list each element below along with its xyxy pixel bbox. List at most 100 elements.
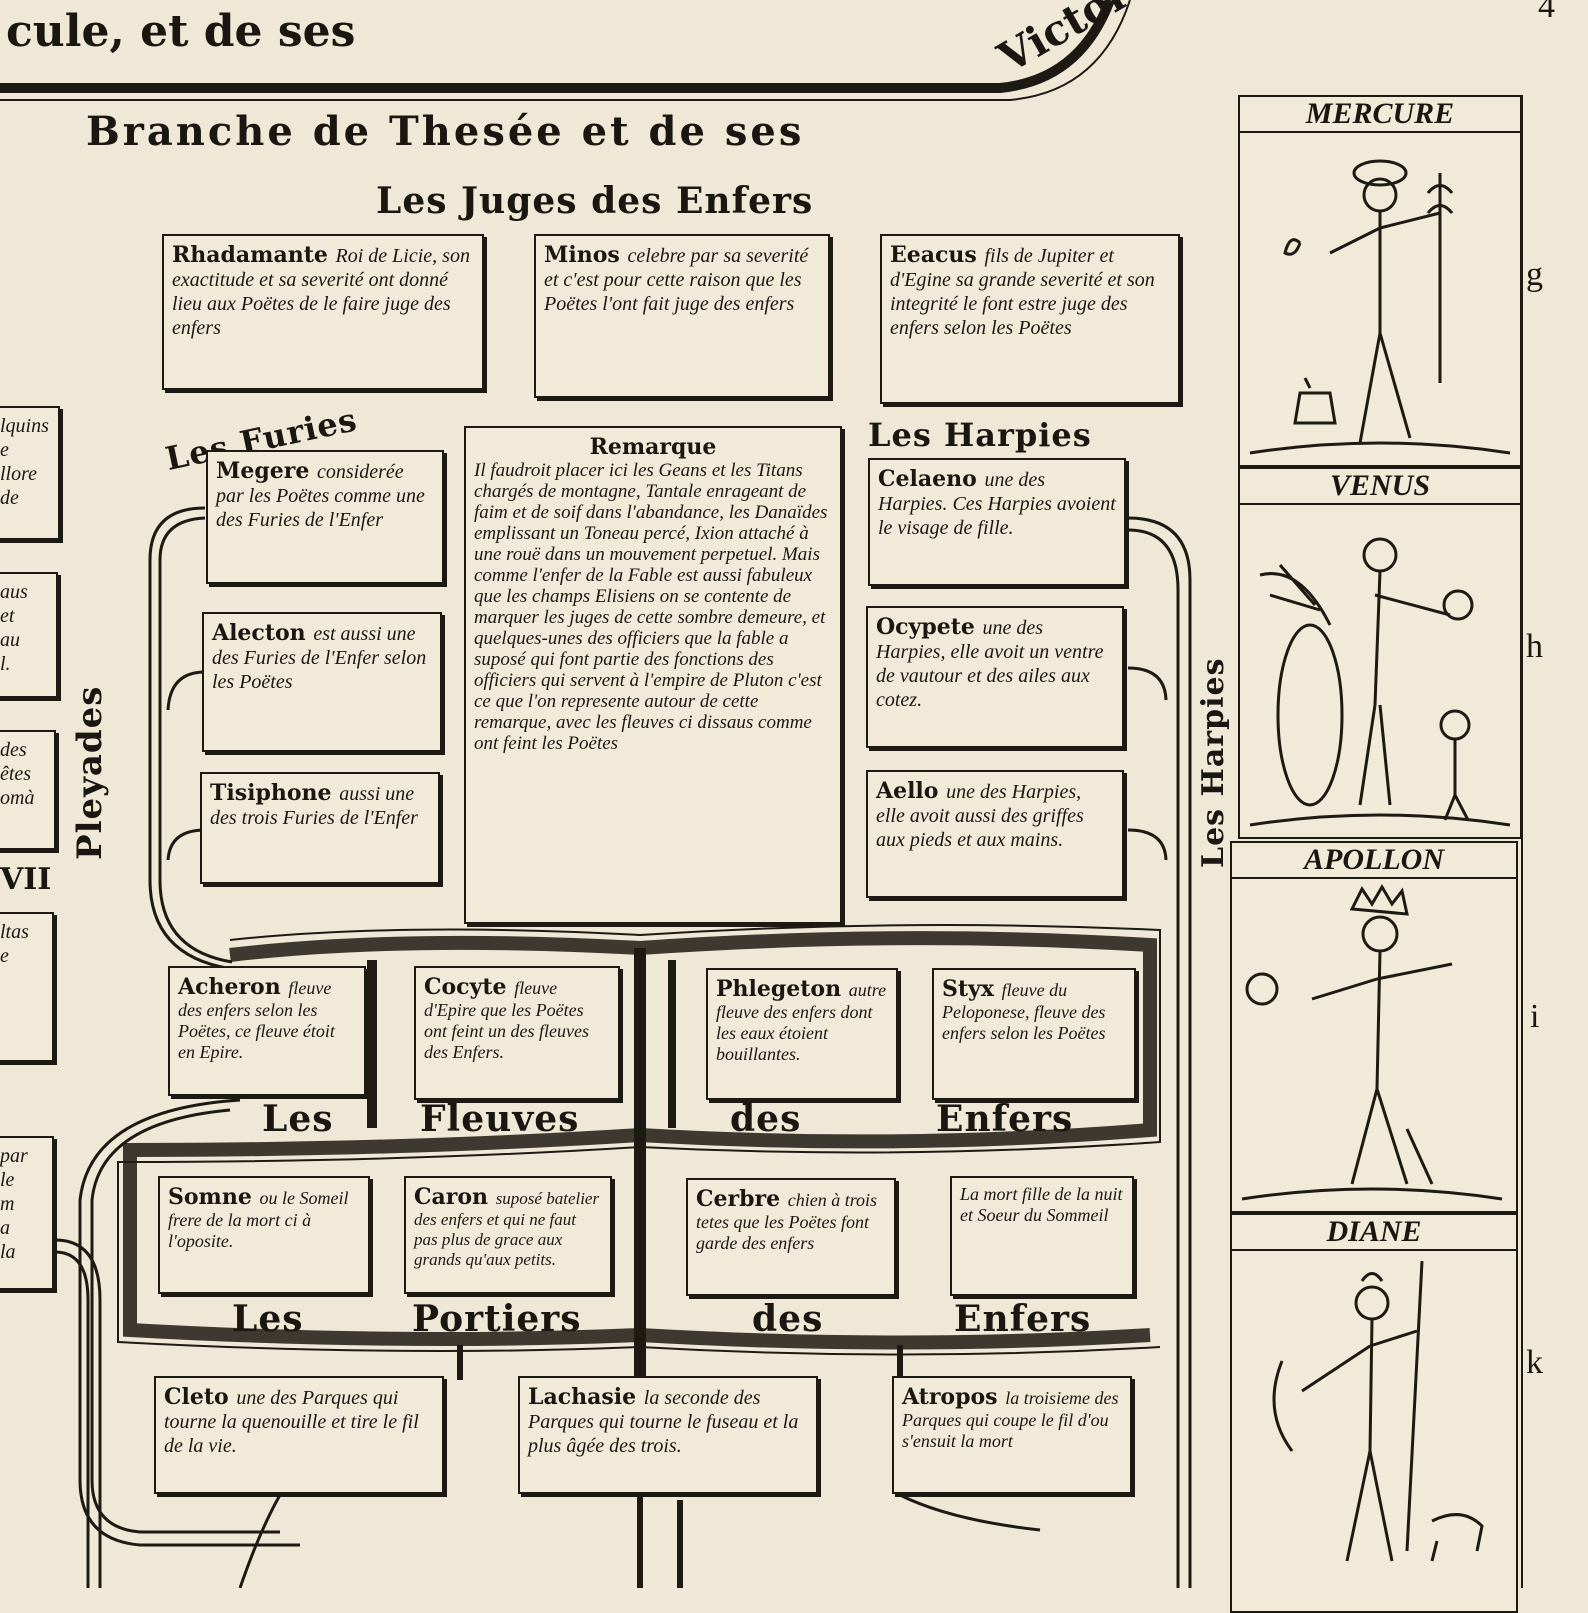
furie-name: Tisiphone: [210, 780, 340, 806]
parque-name: Cleto: [164, 1384, 237, 1410]
margin-letter-i: i: [1530, 998, 1540, 1035]
juge-text: celebre par sa severité et c'est pour ce…: [544, 245, 809, 315]
fleuve-text: fleuve du Peloponese, fleuve des enfers …: [942, 980, 1106, 1043]
harpie-box-celaeno: Celaeno une des Harpies. Ces Harpies avo…: [868, 458, 1126, 586]
parque-text: une des Parques qui tourne la quenouille…: [164, 1387, 419, 1457]
fleuve-name: Phlegeton: [716, 976, 849, 1002]
fleuves-word-3: des: [730, 1098, 802, 1140]
parque-box-atropos: Atropos la troisieme des Parques qui cou…: [892, 1376, 1132, 1494]
fleuve-text: autre fleuve des enfers dont les eaux ét…: [716, 980, 887, 1064]
branch-title: Branche de Thesée et de ses: [86, 108, 805, 155]
furie-text: aussi une des trois Furies de l'Enfer: [210, 783, 418, 829]
fragment-text: de: [0, 487, 19, 509]
harpie-name: Ocypete: [876, 614, 983, 640]
portier-name: Cerbre: [696, 1186, 788, 1212]
fleuve-name: Acheron: [178, 974, 289, 1000]
deity-name: APOLLON: [1232, 843, 1516, 879]
portiers-word-1: Les: [232, 1298, 304, 1340]
portiers-word-4: Enfers: [954, 1298, 1092, 1340]
parque-text: la seconde des Parques qui tourne le fus…: [528, 1387, 799, 1457]
furie-box-alecton: Alecton est aussi une des Furies de l'En…: [202, 612, 442, 752]
parque-name: Lachasie: [528, 1384, 644, 1410]
remarque-title: Remarque: [589, 434, 717, 460]
remarque-box: Remarque Il faudroit placer ici les Gean…: [464, 426, 842, 924]
fleuve-box-styx: Styx fleuve du Peloponese, fleuve des en…: [932, 968, 1136, 1100]
parque-text: la troisieme des Parques qui coupe le fi…: [902, 1388, 1119, 1451]
juge-text: Roi de Licie, son exactitude et sa sever…: [172, 245, 470, 339]
fleuve-box-acheron: Acheron fleuve des enfers selon les Poët…: [168, 966, 366, 1096]
deity-name: MERCURE: [1240, 97, 1520, 133]
fragment-text: m: [0, 1193, 15, 1215]
left-fragment-box-1: lquins e llore de: [0, 406, 60, 540]
furie-text: considerée par les Poëtes comme une des …: [216, 461, 425, 531]
fragment-text: e: [0, 945, 9, 967]
fleuve-name: Styx: [942, 976, 1002, 1002]
deity-name: VENUS: [1240, 469, 1520, 505]
margin-letter-g: g: [1526, 256, 1543, 293]
portier-box-somne: Somne ou le Someil frere de la mort ci à…: [158, 1176, 370, 1294]
portier-box-caron: Caron suposé batelier des enfers et qui …: [404, 1176, 612, 1294]
fragment-text: aus: [0, 581, 28, 603]
parque-box-cleto: Cleto une des Parques qui tourne la quen…: [154, 1376, 444, 1494]
juge-text: fils de Jupiter et d'Egine sa grande sev…: [890, 245, 1155, 339]
fragment-text: au: [0, 629, 20, 651]
deity-panel-mercure: MERCURE: [1238, 95, 1522, 467]
harpies-vertical-title: Les Harpies: [1196, 657, 1231, 868]
fragment-text: êtes: [0, 763, 32, 785]
portier-text: ou le Someil frere de la mort ci à l'opo…: [168, 1188, 349, 1251]
harpie-text: une des Harpies. Ces Harpies avoient le …: [878, 469, 1116, 539]
furie-name: Megere: [216, 458, 317, 484]
deity-panel-diane: DIANE: [1230, 1213, 1518, 1613]
fleuve-text: fleuve des enfers selon les Poëtes, ce f…: [178, 978, 335, 1062]
fragment-text: l.: [0, 653, 11, 675]
harpie-name: Aello: [876, 778, 947, 804]
portier-name: Caron: [414, 1184, 496, 1210]
margin-letter-k: k: [1526, 1344, 1543, 1381]
parque-name: Atropos: [902, 1384, 1006, 1410]
fleuve-name: Cocyte: [424, 974, 515, 1000]
juge-box-rhadamante: Rhadamante Roi de Licie, son exactitude …: [162, 234, 484, 390]
parque-box-lachasie: Lachasie la seconde des Parques qui tour…: [518, 1376, 818, 1494]
portier-box-mort: La mort fille de la nuit et Soeur du Som…: [950, 1176, 1134, 1296]
pleyades-title: Pleyades: [70, 685, 110, 860]
harpie-name: Celaeno: [878, 466, 985, 492]
deity-panel-apollon: APOLLON: [1230, 841, 1518, 1213]
furie-name: Alecton: [212, 620, 314, 646]
juge-name: Rhadamante: [172, 242, 336, 268]
left-fragment-box-4: ltas e: [0, 912, 54, 1062]
portiers-word-2: Portiers: [412, 1298, 582, 1340]
juge-box-eeacus: Eeacus fils de Jupiter et d'Egine sa gra…: [880, 234, 1180, 404]
fragment-text: la: [0, 1241, 16, 1263]
portier-name: Somne: [168, 1184, 260, 1210]
fragment-text: a: [0, 1217, 10, 1239]
margin-letter-4: 4: [1538, 0, 1555, 25]
portiers-word-3: des: [752, 1298, 824, 1340]
fragment-text: e: [0, 439, 9, 461]
harpie-text: une des Harpies, elle avoit aussi des gr…: [876, 781, 1084, 851]
fragment-text: des: [0, 739, 27, 761]
fleuve-text: fleuve d'Epire que les Poëtes ont feint …: [424, 978, 589, 1062]
juge-name: Eeacus: [890, 242, 985, 268]
deity-name: DIANE: [1232, 1215, 1516, 1251]
furie-text: est aussi une des Furies de l'Enfer selo…: [212, 623, 427, 693]
fragment-text: par: [0, 1145, 28, 1167]
header-arc-text-left: cule, et de ses: [6, 6, 356, 57]
portier-text: chien à trois tetes que les Poëtes font …: [696, 1190, 878, 1253]
left-fragment-box-2: aus et au l.: [0, 572, 58, 698]
harpies-title: Les Harpies: [868, 416, 1092, 454]
fleuves-word-2: Fleuves: [420, 1098, 580, 1140]
fragment-text: omà: [0, 787, 35, 809]
portier-text: suposé batelier des enfers et qui ne fau…: [414, 1189, 600, 1269]
fragment-text: lquins: [0, 415, 49, 437]
fragment-text: et: [0, 605, 15, 627]
furie-box-tisiphone: Tisiphone aussi une des trois Furies de …: [200, 772, 440, 884]
left-fragment-roman: VII: [0, 862, 52, 897]
juge-box-minos: Minos celebre par sa severité et c'est p…: [534, 234, 830, 398]
remarque-text: Il faudroit placer ici les Geans et les …: [474, 460, 828, 754]
fleuve-box-phlegeton: Phlegeton autre fleuve des enfers dont l…: [706, 968, 898, 1100]
fragment-text: llore: [0, 463, 38, 485]
fleuves-word-4: Enfers: [936, 1098, 1074, 1140]
margin-letter-h: h: [1526, 628, 1543, 665]
diana-figure-icon: [1272, 1260, 1484, 1562]
